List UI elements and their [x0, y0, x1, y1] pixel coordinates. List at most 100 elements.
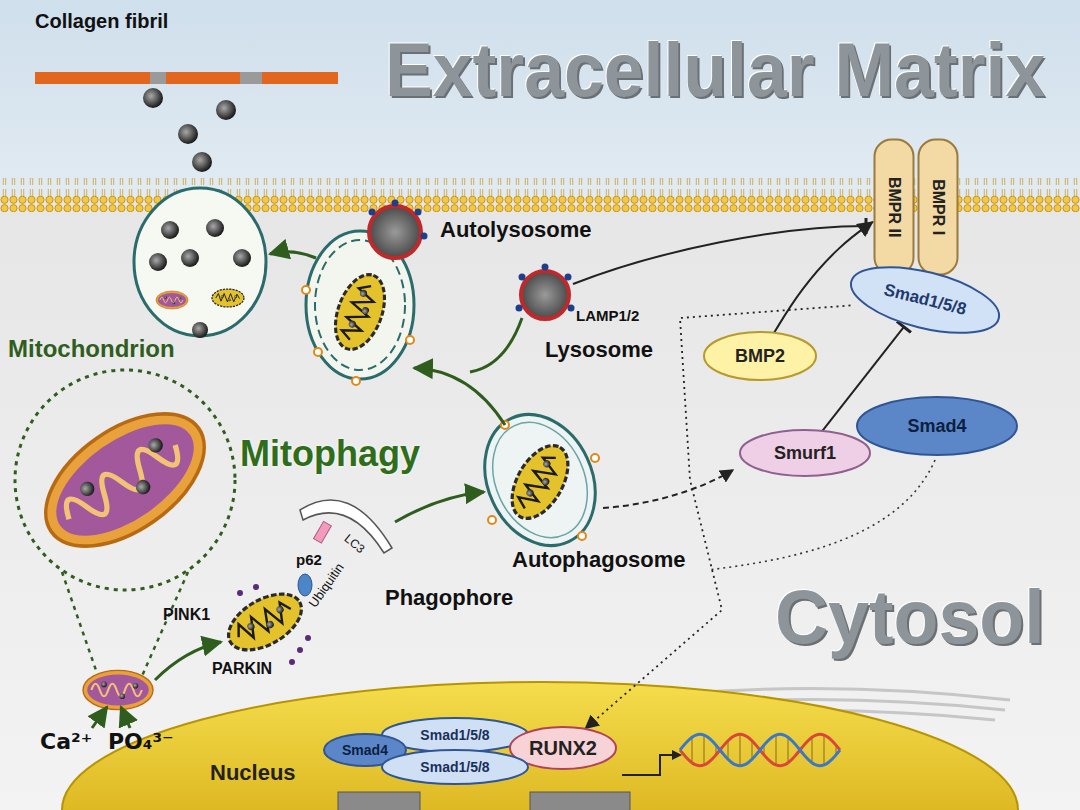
- illustration-part: [270, 252, 316, 258]
- receptor-outline: [919, 140, 958, 275]
- dna-rung: [704, 735, 705, 765]
- inhibition-line: [573, 226, 866, 284]
- illustration-part: [369, 209, 376, 216]
- illustration-part: [150, 72, 166, 84]
- illustration-part: [289, 659, 295, 665]
- part-label: Mitochondrion: [8, 336, 175, 362]
- illustration-part: [565, 274, 572, 281]
- ellipse-outline: [844, 254, 1005, 345]
- dna-rung: [776, 735, 777, 765]
- illustration-part: [516, 264, 575, 312]
- illustration-part: [516, 305, 523, 312]
- protein-label: PARKIN: [212, 660, 272, 678]
- illustration-part: [415, 209, 422, 216]
- dna-rung: [752, 741, 753, 760]
- dna-rung: [740, 734, 741, 766]
- illustration-part: [149, 253, 167, 271]
- protein-ellipse: BMP2: [702, 330, 818, 382]
- ion-label: Ca²⁺: [40, 730, 92, 754]
- illustration-part: [395, 492, 484, 522]
- dna-rung: [812, 737, 813, 763]
- illustration-part: [237, 590, 243, 596]
- node-text: Smad1/5/8: [420, 727, 489, 743]
- part-label: Phagophore: [385, 586, 513, 610]
- transcription-arrow: [622, 755, 672, 775]
- dna-strand: [680, 734, 840, 765]
- illustration-part: [369, 206, 421, 258]
- illustration-part: [464, 396, 616, 563]
- ellipse-outline: [382, 750, 528, 784]
- receptor-outline: [875, 140, 914, 275]
- dna-rung: [824, 735, 825, 765]
- illustration-part: [475, 407, 605, 553]
- node-text: Smad4: [907, 416, 966, 437]
- illustration-part: [414, 368, 505, 425]
- illustration-part: [216, 100, 236, 120]
- illustration-part: [568, 305, 575, 312]
- dna-rung: [788, 737, 789, 763]
- illustration-part: [192, 322, 208, 338]
- promoter-block: [530, 792, 630, 810]
- illustration-part: [62, 572, 188, 676]
- illustration-part: [352, 377, 360, 385]
- region-watermark: Extracellular Matrix: [385, 28, 1045, 112]
- phagophore: [298, 500, 392, 596]
- illustration-part: [233, 249, 251, 267]
- autolysosome: [302, 200, 428, 386]
- promoter-block: [338, 792, 420, 810]
- protein-label: LC3: [342, 532, 367, 556]
- node-text: BMPR II: [885, 177, 903, 237]
- mineral-particles: [143, 88, 251, 338]
- node-text: Smad1/5/8: [420, 759, 489, 775]
- ubiquitin-dots: [237, 584, 311, 665]
- illustration-part: [302, 286, 310, 294]
- illustration-part: [161, 221, 179, 239]
- ion-label: PO₄³⁻: [108, 730, 174, 754]
- nucleus-region: NucleusSmad1/5/8Smad4RUNX2Smad1/5/8: [60, 680, 1020, 810]
- illustration-part: [206, 219, 224, 237]
- part-label: Collagen fibril: [35, 10, 168, 32]
- illustration-part: [35, 72, 338, 84]
- illustration-part: [578, 532, 586, 540]
- protein-label: Ubiquitin: [306, 561, 347, 611]
- illustration-part: [155, 642, 221, 680]
- illustration-part: [92, 707, 107, 728]
- node-text: Nucleus: [210, 760, 296, 785]
- illustration-part: [314, 348, 322, 356]
- vesicle-mitochondrion: [212, 289, 244, 307]
- illustration-part: [421, 233, 428, 240]
- dna-strand: [680, 734, 840, 765]
- protein-ellipse: Smurf1: [738, 428, 872, 478]
- illustration-part: [15, 370, 235, 590]
- node-text: Smad4: [342, 742, 388, 758]
- node-text: BMP2: [735, 346, 785, 367]
- illustration-part: [369, 200, 428, 240]
- illustration-part: [542, 264, 549, 271]
- ellipse-outline: [740, 430, 870, 476]
- protein-ellipse: Smad1/5/8: [380, 748, 530, 786]
- illustration-part: [297, 647, 303, 653]
- protein-label: p62: [296, 552, 322, 569]
- illustration-part: [501, 436, 580, 528]
- receptor-box: BMPR II: [873, 138, 915, 276]
- illustration-part: [22, 387, 227, 573]
- ellipse-outline: [704, 332, 816, 380]
- protein-ellipse: Smad1/5/8: [847, 270, 1003, 330]
- nucleus-outline: [62, 682, 1018, 810]
- transcription-arrowhead: [672, 750, 682, 760]
- illustration-part: [143, 88, 163, 108]
- mitochondrion-detail: [15, 370, 235, 676]
- illustration-part: [406, 336, 414, 344]
- dna-rung: [692, 737, 693, 763]
- illustration-part: [326, 268, 394, 356]
- ellipse-outline: [857, 397, 1017, 455]
- illustration-part: [519, 274, 526, 281]
- protein-label: PINK1: [163, 606, 210, 624]
- mitochondrion-small: [83, 670, 153, 709]
- illustration-part: [314, 521, 332, 543]
- activation-line: [603, 470, 733, 508]
- exocytic-vesicle: [134, 188, 266, 336]
- receptor-box: BMPR I: [917, 138, 959, 276]
